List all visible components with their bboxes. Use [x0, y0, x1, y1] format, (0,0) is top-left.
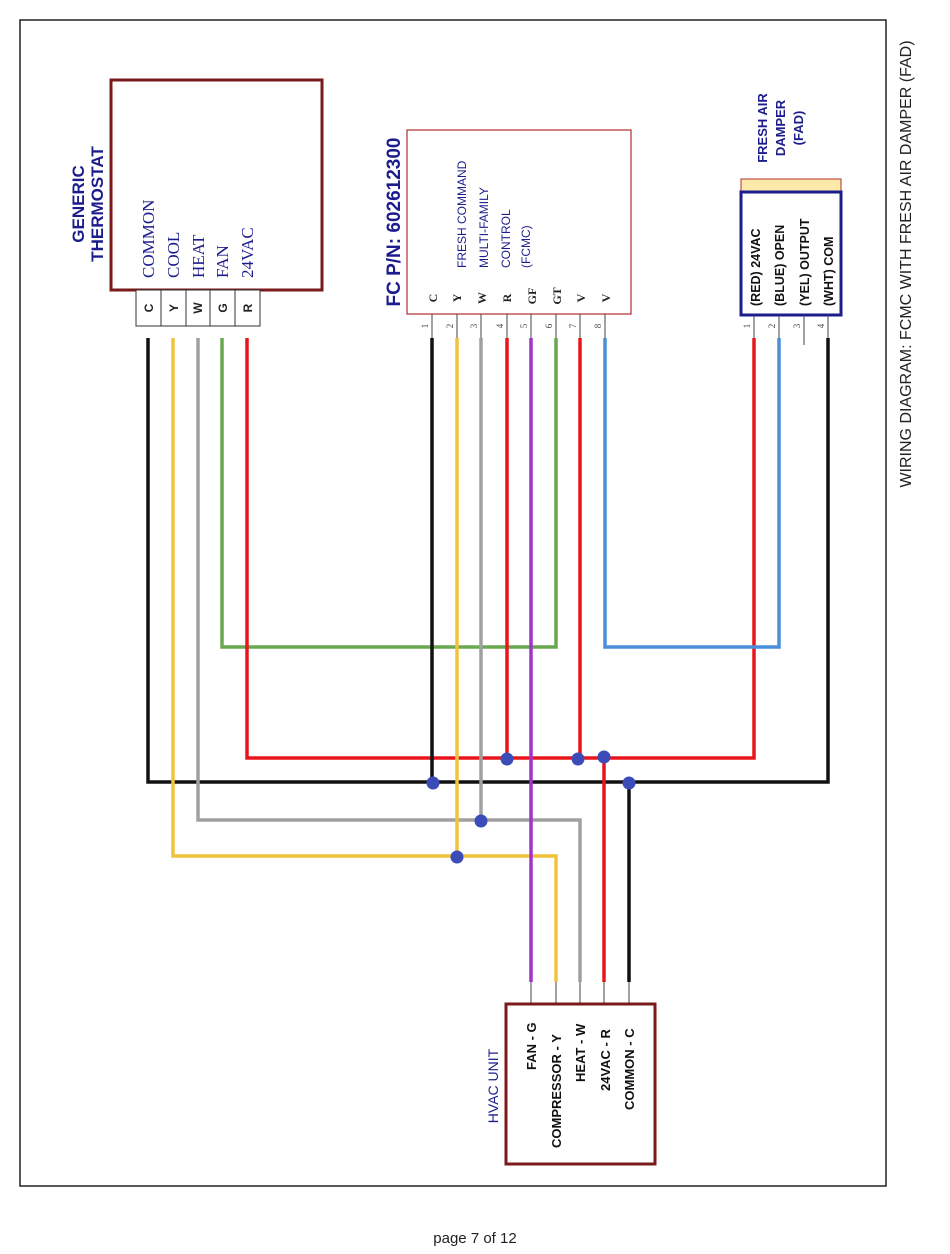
wire-fcmc-v8 — [603, 338, 781, 649]
junction-dot — [426, 776, 440, 790]
thermostat-terminal-y: Y — [167, 304, 181, 312]
page-number: page 7 of 12 — [433, 1230, 517, 1247]
fcmc-terminal-w: W — [475, 292, 489, 304]
fcmc-pin-number: 1 — [420, 324, 430, 329]
hvac-box — [504, 1002, 657, 1166]
thermostat-terminal-c: C — [142, 303, 156, 312]
fad-title-line1: FRESH AIR — [755, 93, 770, 163]
fad-pin-number: 2 — [767, 324, 777, 329]
fcmc-name-line4: (FCMC) — [519, 225, 533, 268]
hvac-block: HVAC UNIT FAN - G COMPRESSOR - Y HEAT - … — [485, 982, 657, 1166]
fcmc-pin-number: 3 — [469, 323, 479, 328]
fcmc-terminal-c: C — [426, 294, 440, 303]
fcmc-terminal-gt: GT — [550, 287, 564, 304]
thermostat-terminal-strip — [135, 289, 261, 327]
junction-dot — [450, 850, 464, 864]
fad-terminal-output: (YEL) OUTPUT — [798, 218, 812, 306]
wire-thermostat-heat — [196, 338, 582, 982]
wire-thermostat-common — [146, 338, 830, 784]
fad-pin-number: 3 — [792, 323, 802, 328]
junctions — [426, 750, 636, 864]
fcmc-terminal-gf: GF — [525, 288, 539, 305]
thermostat-title-line1: GENERIC — [69, 165, 88, 242]
fcmc-name-line3: CONTROL — [499, 209, 513, 268]
fad-pin-number: 4 — [816, 323, 826, 328]
junction-dot — [571, 752, 585, 766]
fad-terminal-com: (WHT) COM — [822, 237, 836, 306]
fcmc-pin-number: 2 — [445, 324, 455, 329]
hvac-terminal-compressor: COMPRESSOR - Y — [549, 1034, 564, 1148]
fad-pin-number: 1 — [742, 324, 752, 329]
hvac-title: HVAC UNIT — [485, 1048, 501, 1123]
junction-dot — [597, 750, 611, 764]
fad-block: FRESH AIR DAMPER (FAD) (RED) 24VAC (BLUE… — [739, 93, 843, 345]
fcmc-part-number: FC P/N: 602612300 — [384, 138, 405, 307]
wires — [146, 338, 830, 982]
thermostat-terminal-g: G — [216, 303, 230, 312]
fcmc-pin-number: 4 — [495, 323, 505, 328]
fcmc-block: FC P/N: 602612300 FRESH COMMAND MULTI-FA… — [384, 129, 632, 338]
fcmc-box — [406, 129, 632, 315]
thermostat-block: GENERIC THERMOSTAT COMMON COOL HEAT FAN … — [69, 78, 324, 327]
junction-dot — [622, 776, 636, 790]
fcmc-pin-number: 8 — [593, 323, 603, 328]
thermostat-signal-heat: HEAT — [189, 234, 208, 278]
fcmc-terminal-v7: V — [574, 293, 588, 302]
hvac-terminal-24vac: 24VAC - R — [598, 1029, 613, 1091]
wire-thermostat-fan — [220, 338, 558, 649]
fcmc-pin-number: 6 — [544, 323, 554, 328]
wire-thermostat-cool — [171, 338, 558, 982]
fcmc-name-line1: FRESH COMMAND — [455, 160, 469, 268]
fcmc-pin-number: 5 — [519, 323, 529, 328]
fcmc-pin-number: 7 — [568, 323, 578, 328]
fad-title-line2: DAMPER — [773, 99, 788, 156]
junction-dot — [500, 752, 514, 766]
thermostat-signal-fan: FAN — [213, 245, 232, 278]
fcmc-terminal-v8: V — [599, 293, 613, 302]
thermostat-signal-common: COMMON — [139, 200, 158, 278]
fcmc-name-line2: MULTI-FAMILY — [477, 187, 491, 268]
page-title: WIRING DIAGRAM: FCMC WITH FRESH AIR DAMP… — [898, 40, 915, 487]
thermostat-title-line2: THERMOSTAT — [88, 146, 107, 262]
wire-thermostat-24vac — [245, 338, 756, 760]
hvac-terminal-common: COMMON - C — [622, 1028, 637, 1110]
hvac-terminal-heat: HEAT - W — [573, 1023, 588, 1082]
fad-box — [739, 190, 843, 317]
fad-header-band — [740, 178, 842, 193]
diagram-frame — [19, 19, 887, 1187]
fad-terminal-open: (BLUE) OPEN — [773, 225, 787, 306]
thermostat-terminal-r: R — [241, 303, 255, 312]
fcmc-terminal-r: R — [500, 293, 514, 302]
thermostat-signal-24vac: 24VAC — [238, 227, 257, 278]
fad-title-line3: (FAD) — [791, 111, 806, 146]
fad-terminal-24vac: (RED) 24VAC — [749, 228, 763, 306]
junction-dot — [474, 814, 488, 828]
thermostat-terminal-w: W — [191, 302, 205, 314]
thermostat-signal-cool: COOL — [164, 232, 183, 278]
hvac-terminal-fan: FAN - G — [524, 1022, 539, 1070]
fcmc-terminal-y: Y — [450, 293, 464, 302]
thermostat-box — [109, 78, 324, 292]
